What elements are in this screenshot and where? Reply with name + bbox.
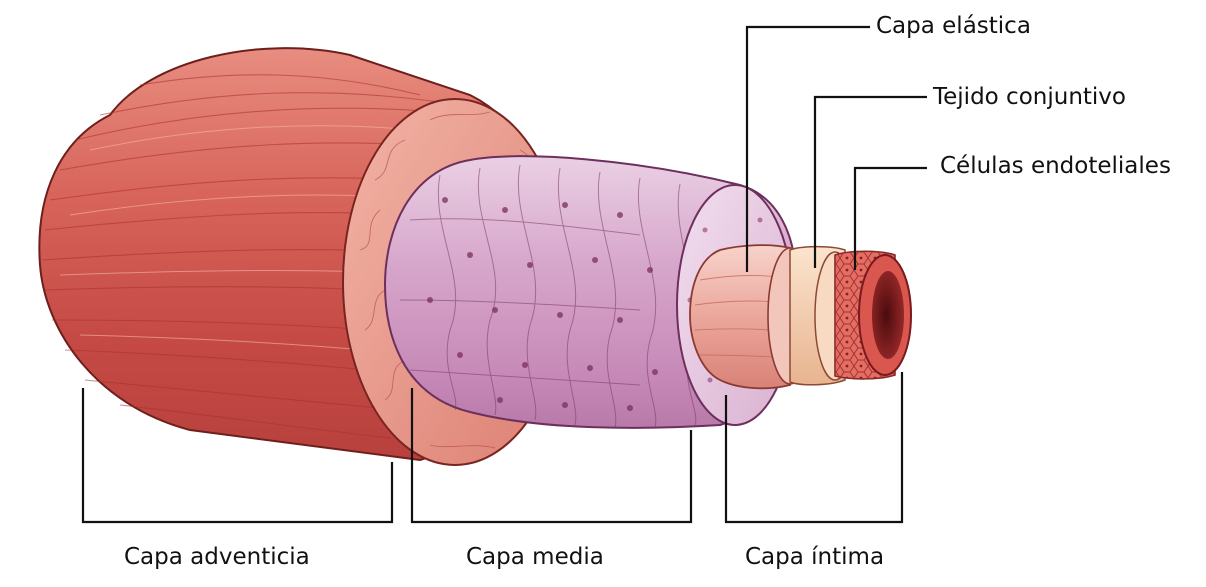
label-adventitia: Capa adventicia: [124, 544, 310, 570]
label-endothelial-cells: Células endoteliales: [940, 153, 1171, 179]
label-connective-tissue: Tejido conjuntivo: [933, 84, 1126, 110]
intima-layer: [689, 244, 912, 390]
leader-lines: [81, 25, 927, 524]
label-intima: Capa íntima: [745, 544, 885, 570]
label-elastic-layer: Capa elástica: [876, 13, 1031, 39]
label-media: Capa media: [466, 544, 604, 570]
